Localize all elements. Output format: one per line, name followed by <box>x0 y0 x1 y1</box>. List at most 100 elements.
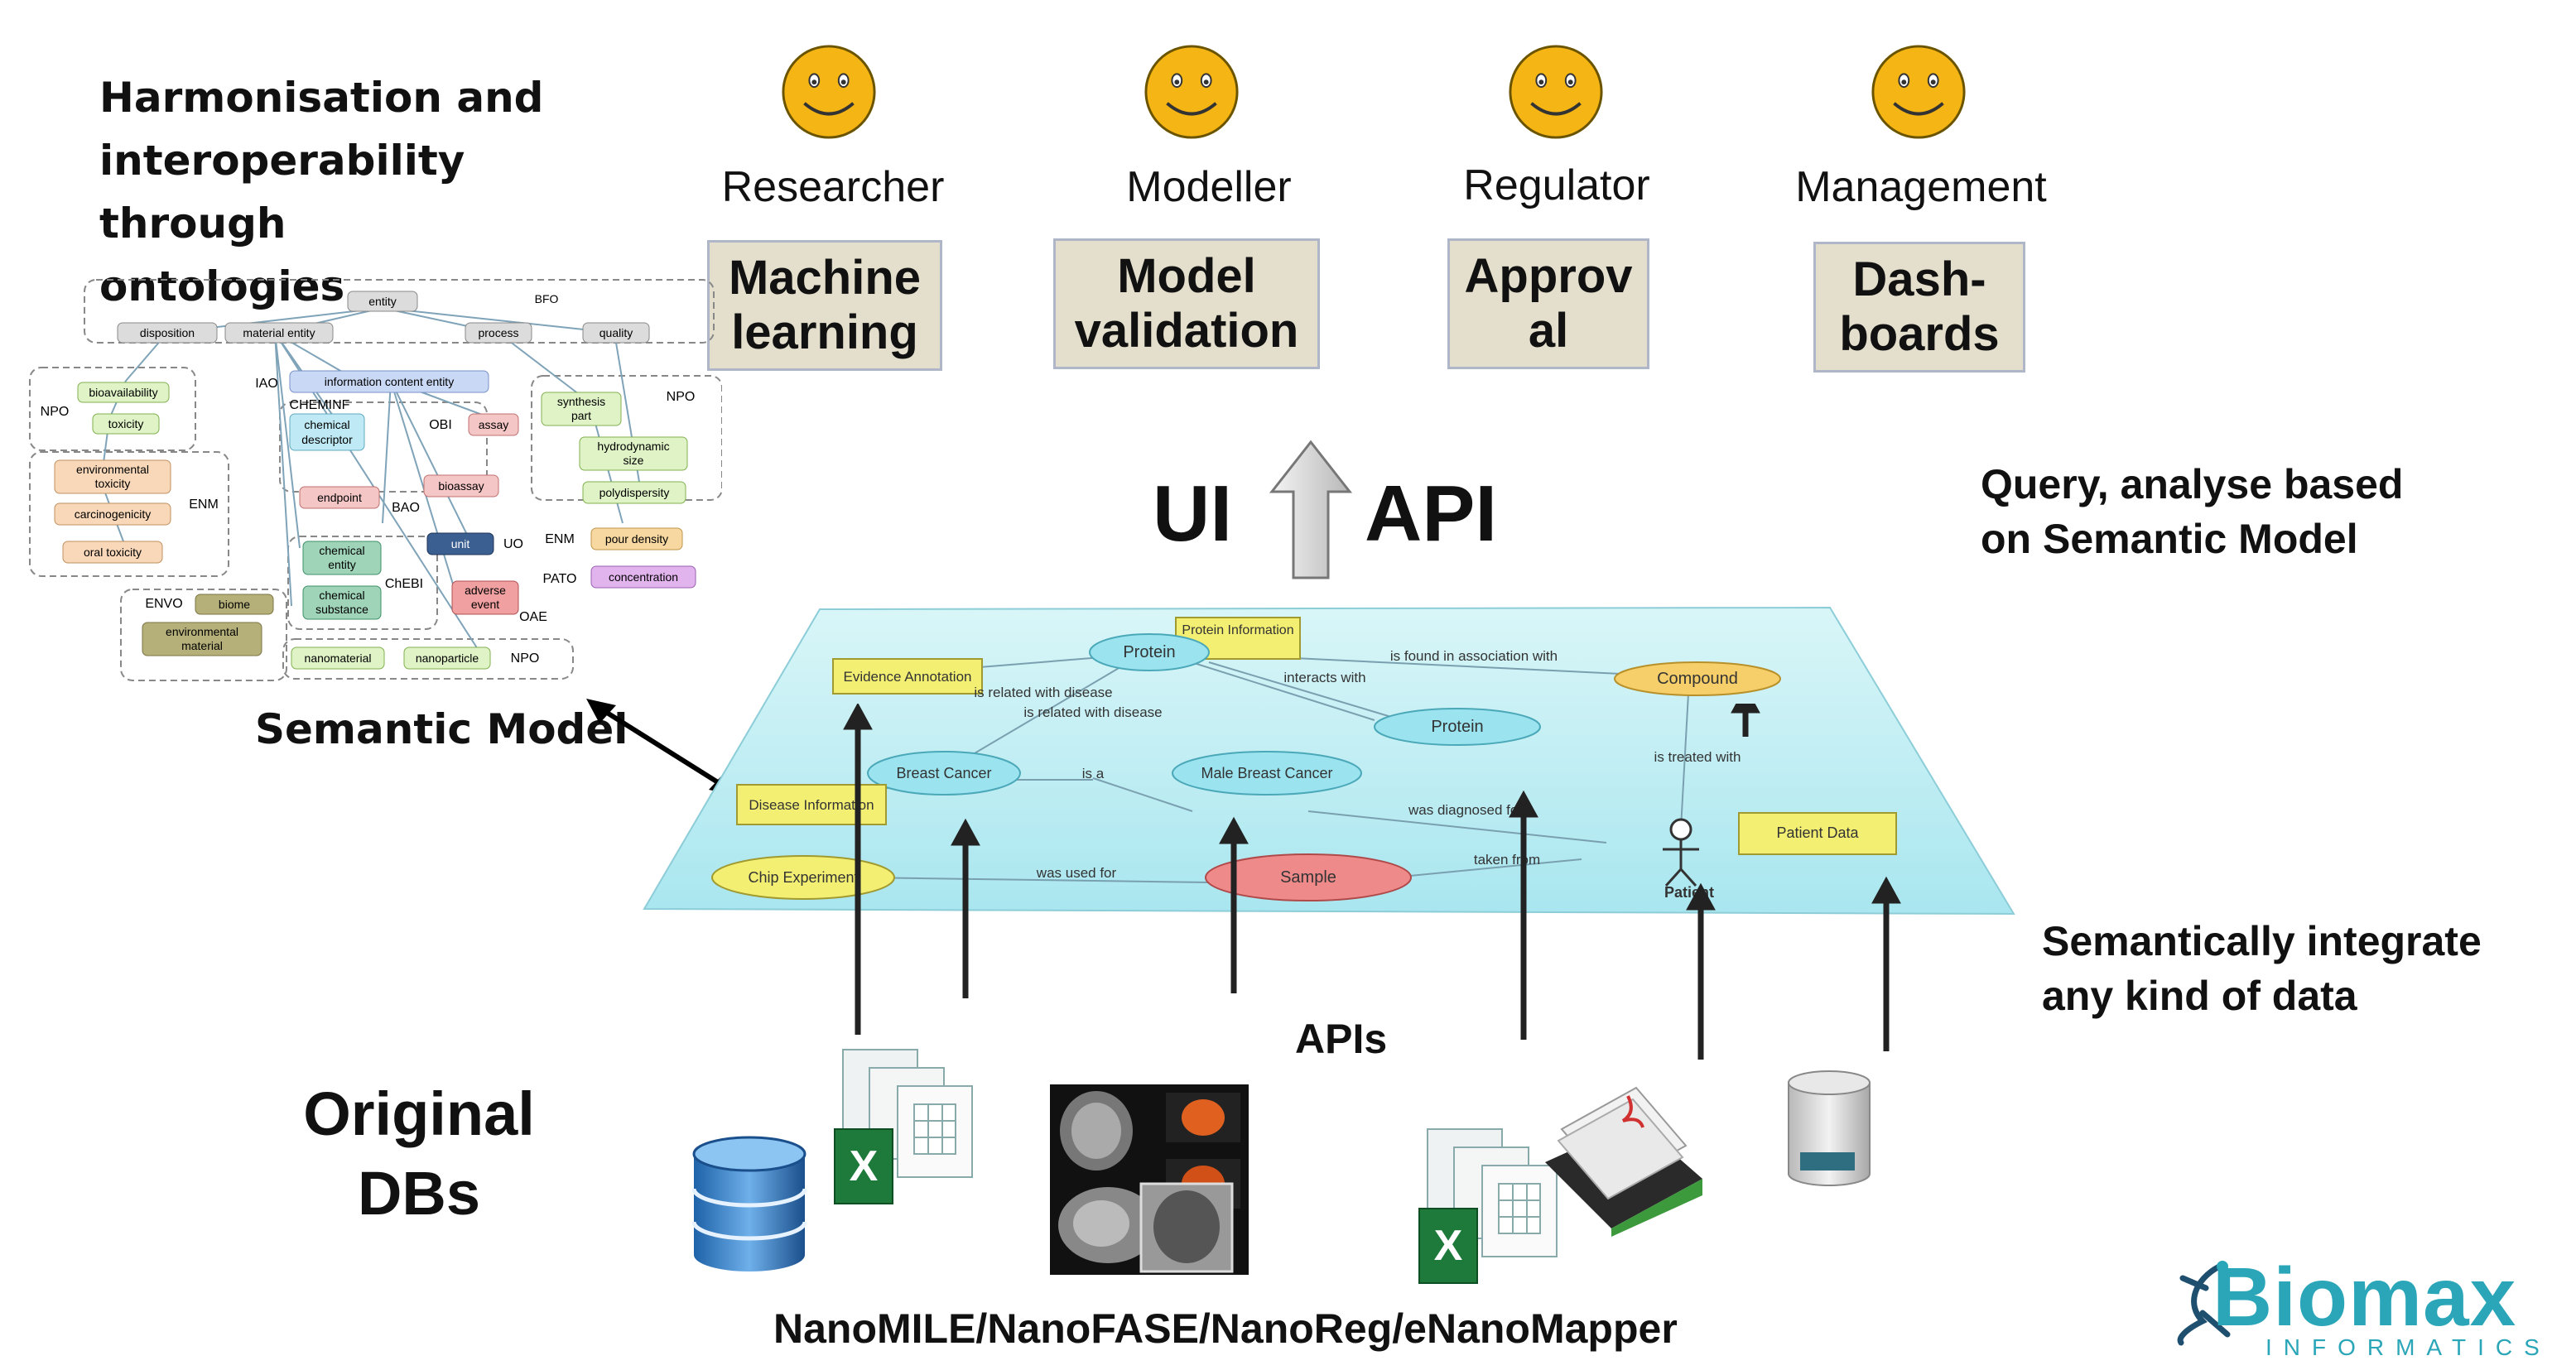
onto-oral-tox: oral toxicity <box>84 546 142 559</box>
patient-actor-icon <box>1663 818 1699 887</box>
onto-chem-sub1: chemical <box>319 589 364 602</box>
onto-enm2: ENM <box>545 532 575 546</box>
onto-synthesis2: part <box>571 409 591 422</box>
role-management: Management <box>1795 163 2047 211</box>
onto-envo: ENVO <box>145 597 182 611</box>
onto-bioassay: bioassay <box>438 479 484 493</box>
logo-sub: INFORMATICS <box>2265 1334 2551 1360</box>
spreadsheet-files-2-icon: X <box>1418 1128 1558 1284</box>
semantic-model-label: Semantic Model <box>255 705 628 753</box>
dashboards-box: Dash-boards <box>1813 242 2025 373</box>
plane-used-for: was used for <box>1036 865 1117 881</box>
integrate-text: Semantically integrate any kind of data <box>2042 914 2482 1023</box>
onto-adverse1: adverse <box>465 584 506 597</box>
onto-iao: IAO <box>255 377 278 391</box>
plane-treated-with: is treated with <box>1654 749 1741 765</box>
onto-process: process <box>478 326 518 339</box>
logo-name: Biomax <box>2212 1251 2517 1344</box>
onto-toxicity: toxicity <box>108 417 144 430</box>
data-flow-arrows <box>843 704 1901 1060</box>
onto-disposition: disposition <box>140 326 195 339</box>
plane-patient-data: Patient Data <box>1776 824 1859 841</box>
query-text: Query, analyse based on Semantic Model <box>1981 457 2403 566</box>
management-smiley-icon <box>1871 45 1966 139</box>
onto-env-tox2: toxicity <box>95 477 131 490</box>
onto-hydro2: size <box>624 454 644 467</box>
original-dbs-line2: DBs <box>357 1159 481 1228</box>
original-dbs-label: Original DBs <box>295 1074 543 1233</box>
onto-quality: quality <box>599 326 633 339</box>
researcher-smiley-icon <box>782 45 876 139</box>
database-icon <box>691 1136 807 1271</box>
query-line2: on Semantic Model <box>1981 516 2358 562</box>
approval-line2: al <box>1528 304 1569 358</box>
onto-carcinogenicity: carcinogenicity <box>75 507 152 521</box>
original-dbs-line1: Original <box>303 1079 535 1148</box>
apis-label: APIs <box>1295 1016 1388 1062</box>
onto-entity: entity <box>368 295 396 308</box>
plane-protein-info: Protein Information <box>1182 623 1293 637</box>
plane-protein-2: Protein <box>1431 718 1483 736</box>
plane-breast-cancer: Breast Cancer <box>896 765 991 781</box>
onto-adverse2: event <box>471 598 499 611</box>
onto-concentration: concentration <box>609 570 678 584</box>
onto-endpoint: endpoint <box>317 491 362 504</box>
onto-npo3: NPO <box>511 651 540 666</box>
plane-compound: Compound <box>1657 670 1738 688</box>
onto-env-tox1: environmental <box>76 463 149 476</box>
onto-polydispersity: polydispersity <box>599 486 670 499</box>
machine-learning-line1: Machine <box>728 251 922 305</box>
ontology-svg: entity BFO disposition material entity p… <box>29 279 723 681</box>
role-regulator: Regulator <box>1463 161 1650 209</box>
ontology-diagram: entity BFO disposition material entity p… <box>26 275 723 682</box>
onto-uo: UO <box>503 537 523 551</box>
onto-biome: biome <box>219 598 250 611</box>
model-validation-line2: validation <box>1074 304 1299 358</box>
dashboards-line1: Dash- <box>1852 252 1986 306</box>
onto-nanoparticle: nanoparticle <box>416 651 479 665</box>
plane-related-disease-2: is related with disease <box>1023 704 1162 720</box>
up-arrow-icon <box>1269 440 1353 579</box>
onto-enm: ENM <box>189 498 219 512</box>
onto-unit: unit <box>451 537 470 550</box>
onto-hydro1: hydrodynamic <box>597 440 669 453</box>
onto-npo: NPO <box>41 405 70 419</box>
onto-oae: OAE <box>519 610 547 624</box>
onto-chem-desc1: chemical <box>304 418 349 431</box>
biomax-logo: Biomax INFORMATICS <box>2169 1251 2551 1366</box>
onto-npo2: NPO <box>667 390 696 404</box>
onto-env-mat1: environmental <box>166 625 238 638</box>
plane-interacts-with: interacts with <box>1283 670 1365 685</box>
onto-material-entity: material entity <box>243 326 315 339</box>
dashboards-line2: boards <box>1839 307 2000 361</box>
onto-chem-sub2: substance <box>315 603 368 616</box>
server-database-icon <box>1788 1070 1871 1186</box>
svg-text:X: X <box>850 1142 879 1190</box>
approval-line1: Approv <box>1464 249 1633 303</box>
heading-line-2: interoperability through <box>99 137 465 248</box>
onto-env-mat2: material <box>181 639 223 652</box>
onto-chem-desc2: descriptor <box>301 433 353 446</box>
svg-text:X: X <box>1434 1222 1463 1270</box>
query-line1: Query, analyse based <box>1981 461 2404 507</box>
onto-chebi: ChEBI <box>385 577 423 591</box>
sources-label: NanoMILE/NanoFASE/NanoReg/eNanoMapper <box>773 1305 1678 1352</box>
onto-chem-entity1: chemical <box>319 544 364 557</box>
onto-chem-entity2: entity <box>328 558 355 571</box>
pdf-documents-icon <box>1545 1086 1702 1237</box>
onto-synthesis1: synthesis <box>557 395 605 408</box>
plane-diagnosed-for: was diagnosed for <box>1408 802 1523 818</box>
plane-sample: Sample <box>1280 868 1336 887</box>
heading-line-1: Harmonisation and <box>99 74 544 122</box>
onto-ice: information content entity <box>325 375 454 388</box>
regulator-smiley-icon <box>1509 45 1603 139</box>
plane-evidence-annotation: Evidence Annotation <box>843 669 971 685</box>
plane-male-breast-cancer: Male Breast Cancer <box>1201 765 1332 781</box>
onto-bioavailability: bioavailability <box>89 386 157 399</box>
onto-bfo: BFO <box>535 292 559 305</box>
onto-obi: OBI <box>429 418 452 432</box>
plane-is-a: is a <box>1082 766 1105 781</box>
semantic-plane: Protein Information Protein Evidence Ann… <box>643 606 2015 916</box>
integrate-line1: Semantically integrate <box>2042 918 2482 964</box>
